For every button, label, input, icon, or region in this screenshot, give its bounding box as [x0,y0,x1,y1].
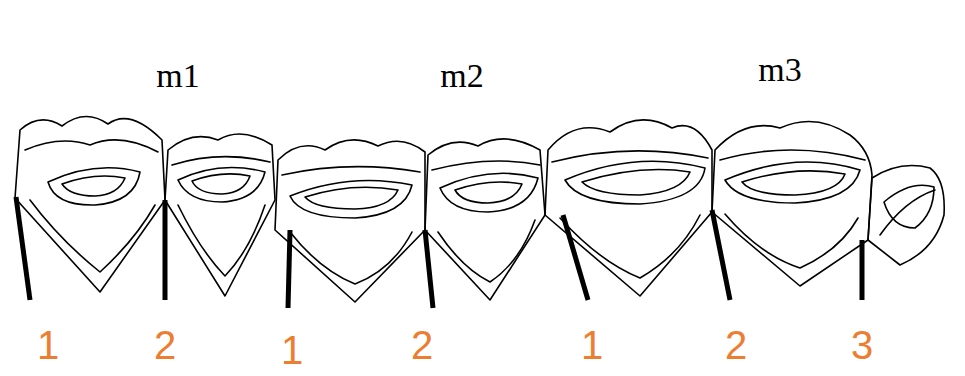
callout-number: 1 [281,330,303,370]
enamel-line [438,220,535,282]
fossette-inner [305,187,398,209]
crown-line [432,161,540,170]
fossette [178,168,265,203]
fossette [290,180,412,218]
fossette [440,173,538,212]
leader-line [163,200,168,300]
callout-number: 2 [154,325,176,365]
callout-number: 2 [725,325,747,365]
callout-number: 1 [581,325,603,365]
callout-number: 1 [37,325,59,365]
fossette-inner [62,176,125,196]
fossette [48,168,140,205]
enamel-line [725,214,858,268]
tooth-label: m2 [440,59,483,93]
lobe-outline [545,120,712,296]
enamel-line [30,200,155,272]
enamel-line [178,205,265,276]
crown-line [720,150,865,160]
crown-line [25,140,158,152]
lobe-outline [15,116,165,292]
tooth-label: m1 [156,59,199,93]
callout-number: 2 [411,325,433,365]
crown-line [552,151,708,162]
lobe-outline [165,134,275,296]
fossette-inner [742,171,845,195]
enamel-line [290,232,412,284]
fossette-inner [455,182,522,203]
leader-line [288,230,290,308]
leader-line [712,210,730,300]
fossette [884,185,934,228]
crown-line [172,157,270,165]
callout-number: 3 [851,325,873,365]
leader-line [425,230,433,308]
leader-line [563,215,588,300]
fossette-inner [192,174,250,194]
lobe-outline [712,121,872,286]
fossette [725,162,860,203]
lobe-outline [425,139,545,300]
leader-line [16,197,30,300]
crown-line [282,167,420,175]
lobe-outline [275,140,425,302]
lobe-outline [868,166,944,265]
fossette-inner [582,170,690,195]
tooth-outlines [15,116,944,302]
tooth-label: m3 [758,53,801,87]
leader-lines [16,197,862,308]
leader-line [860,240,865,300]
fossette [565,161,705,204]
